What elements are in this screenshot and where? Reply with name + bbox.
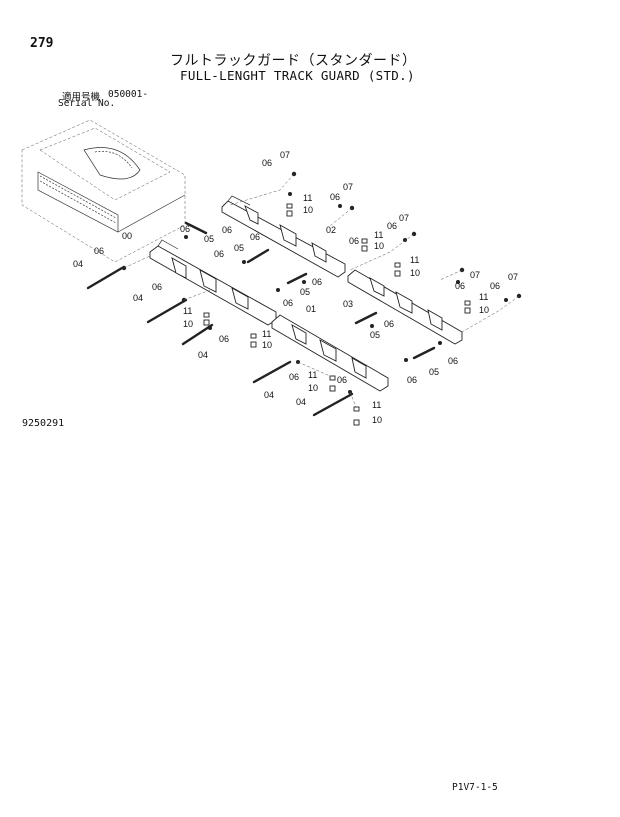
label-06: 06 bbox=[384, 319, 394, 329]
label-06: 06 bbox=[94, 246, 104, 256]
nut-dots bbox=[121, 171, 522, 394]
track-guard-03 bbox=[347, 269, 463, 345]
label-07: 07 bbox=[343, 182, 353, 192]
label-11: 11 bbox=[374, 230, 383, 240]
label-06: 06 bbox=[455, 281, 465, 291]
label-11: 11 bbox=[183, 306, 192, 316]
label-07: 07 bbox=[508, 272, 518, 282]
serial-label-english: Serial No. bbox=[58, 98, 116, 109]
label-10: 10 bbox=[479, 305, 489, 315]
page-number: 279 bbox=[30, 36, 54, 51]
label-11: 11 bbox=[303, 193, 312, 203]
label-06: 06 bbox=[222, 225, 232, 235]
page-title-english: FULL-LENGHT TRACK GUARD (STD.) bbox=[180, 68, 415, 83]
label-06: 06 bbox=[283, 298, 293, 308]
pins-05 bbox=[184, 221, 436, 360]
label-04: 04 bbox=[264, 390, 274, 400]
label-06: 06 bbox=[214, 249, 224, 259]
label-05: 05 bbox=[300, 287, 310, 297]
label-06: 06 bbox=[349, 236, 359, 246]
label-02: 02 bbox=[326, 225, 336, 235]
leader-lines bbox=[123, 173, 520, 408]
label-06: 06 bbox=[448, 356, 458, 366]
label-11: 11 bbox=[479, 292, 488, 302]
label-06: 06 bbox=[180, 224, 190, 234]
label-10: 10 bbox=[372, 415, 382, 425]
label-06: 06 bbox=[262, 158, 272, 168]
page-title-japanese: フルトラックガード（スタンダード） bbox=[170, 53, 417, 69]
label-05: 05 bbox=[429, 367, 439, 377]
label-10: 10 bbox=[262, 340, 272, 350]
label-10: 10 bbox=[410, 268, 420, 278]
serial-number-value: 050001- bbox=[108, 89, 149, 100]
label-07: 07 bbox=[470, 270, 480, 280]
label-06: 06 bbox=[289, 372, 299, 382]
label-06: 06 bbox=[312, 277, 322, 287]
label-11: 11 bbox=[410, 255, 419, 265]
label-05: 05 bbox=[204, 234, 214, 244]
label-11: 11 bbox=[308, 370, 317, 380]
label-04: 04 bbox=[198, 350, 208, 360]
label-06: 06 bbox=[387, 221, 397, 231]
label-06: 06 bbox=[152, 282, 162, 292]
label-06: 06 bbox=[250, 232, 260, 242]
label-04: 04 bbox=[73, 259, 83, 269]
label-03: 03 bbox=[343, 299, 353, 309]
document-code: P1V7-1-5 bbox=[452, 782, 498, 793]
label-05: 05 bbox=[370, 330, 380, 340]
part-labels: 07 06 07 06 11 10 07 06 02 11 10 06 00 0… bbox=[73, 150, 518, 425]
small-bolts-10-and-washers-11 bbox=[203, 203, 471, 426]
track-guard-02 bbox=[221, 195, 346, 278]
undercarriage-reference-sketch bbox=[21, 119, 186, 263]
long-bolts-04 bbox=[86, 266, 354, 417]
label-00: 00 bbox=[122, 231, 132, 241]
label-05: 05 bbox=[234, 243, 244, 253]
label-07: 07 bbox=[399, 213, 409, 223]
label-10: 10 bbox=[374, 241, 384, 251]
label-10: 10 bbox=[183, 319, 193, 329]
label-06: 06 bbox=[219, 334, 229, 344]
label-11: 11 bbox=[262, 329, 271, 339]
label-10: 10 bbox=[308, 383, 318, 393]
track-guard-00 bbox=[149, 239, 277, 326]
label-07: 07 bbox=[280, 150, 290, 160]
label-06: 06 bbox=[490, 281, 500, 291]
label-10: 10 bbox=[303, 205, 313, 215]
track-guard-01 bbox=[271, 314, 389, 392]
label-06: 06 bbox=[337, 375, 347, 385]
label-01: 01 bbox=[306, 304, 316, 314]
label-06: 06 bbox=[330, 192, 340, 202]
serial-label-japanese: 適用号機 bbox=[62, 92, 101, 103]
illustration-number: 9250291 bbox=[22, 418, 65, 429]
label-11: 11 bbox=[372, 400, 381, 410]
label-04: 04 bbox=[296, 397, 306, 407]
label-06: 06 bbox=[407, 375, 417, 385]
label-04: 04 bbox=[133, 293, 143, 303]
